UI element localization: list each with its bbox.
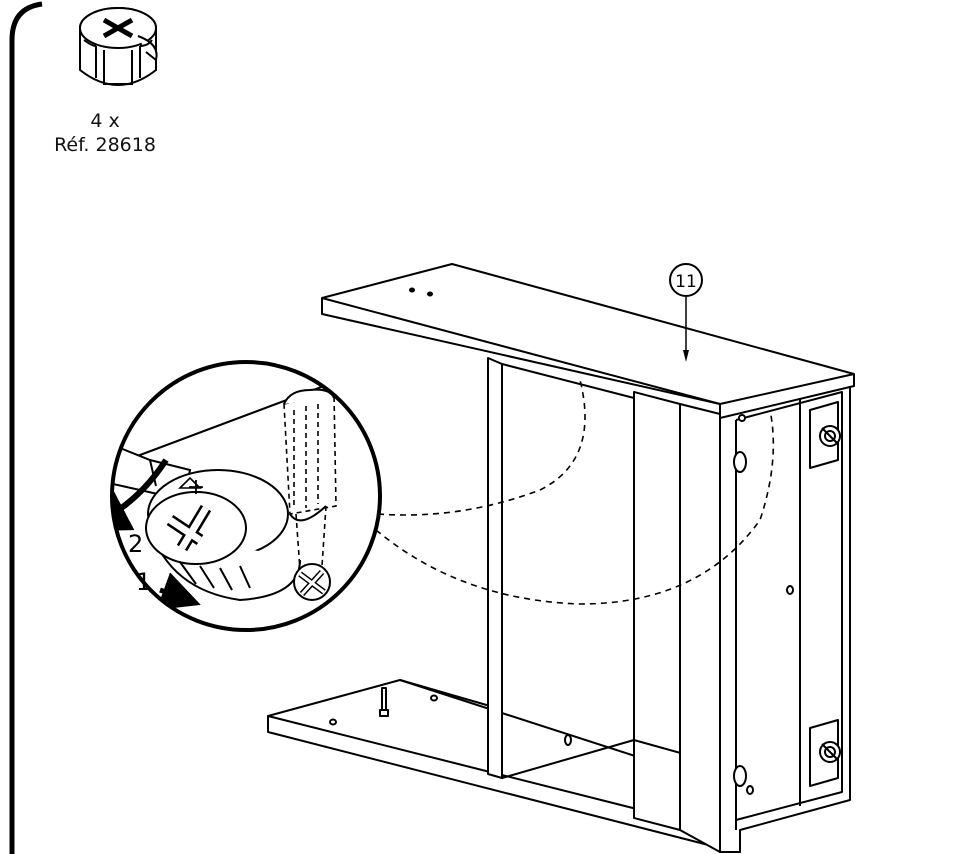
cam-lock-fitting-icon [79,7,158,86]
step-number-1: 1 [136,568,151,596]
detail-magnifier: + 2 1 [110,360,382,632]
middle-panel [633,391,681,831]
page-frame [9,1,43,854]
back-panel [487,357,503,779]
cam-fitting-upper [809,401,841,469]
right-side-panel [679,403,721,853]
part-number-11: 11 [675,272,697,292]
cabinet-assembly [267,263,855,853]
top-panel [321,263,855,419]
hardware-quantity: 4 x [90,110,120,132]
hardware-reference: Réf. 28618 [54,134,156,156]
detail-callout-lines [375,379,775,605]
step-number-2: 2 [128,530,143,558]
part-callout-11: 11 [669,263,703,362]
svg-text:+: + [187,475,205,500]
cam-fitting-lower [809,719,841,787]
